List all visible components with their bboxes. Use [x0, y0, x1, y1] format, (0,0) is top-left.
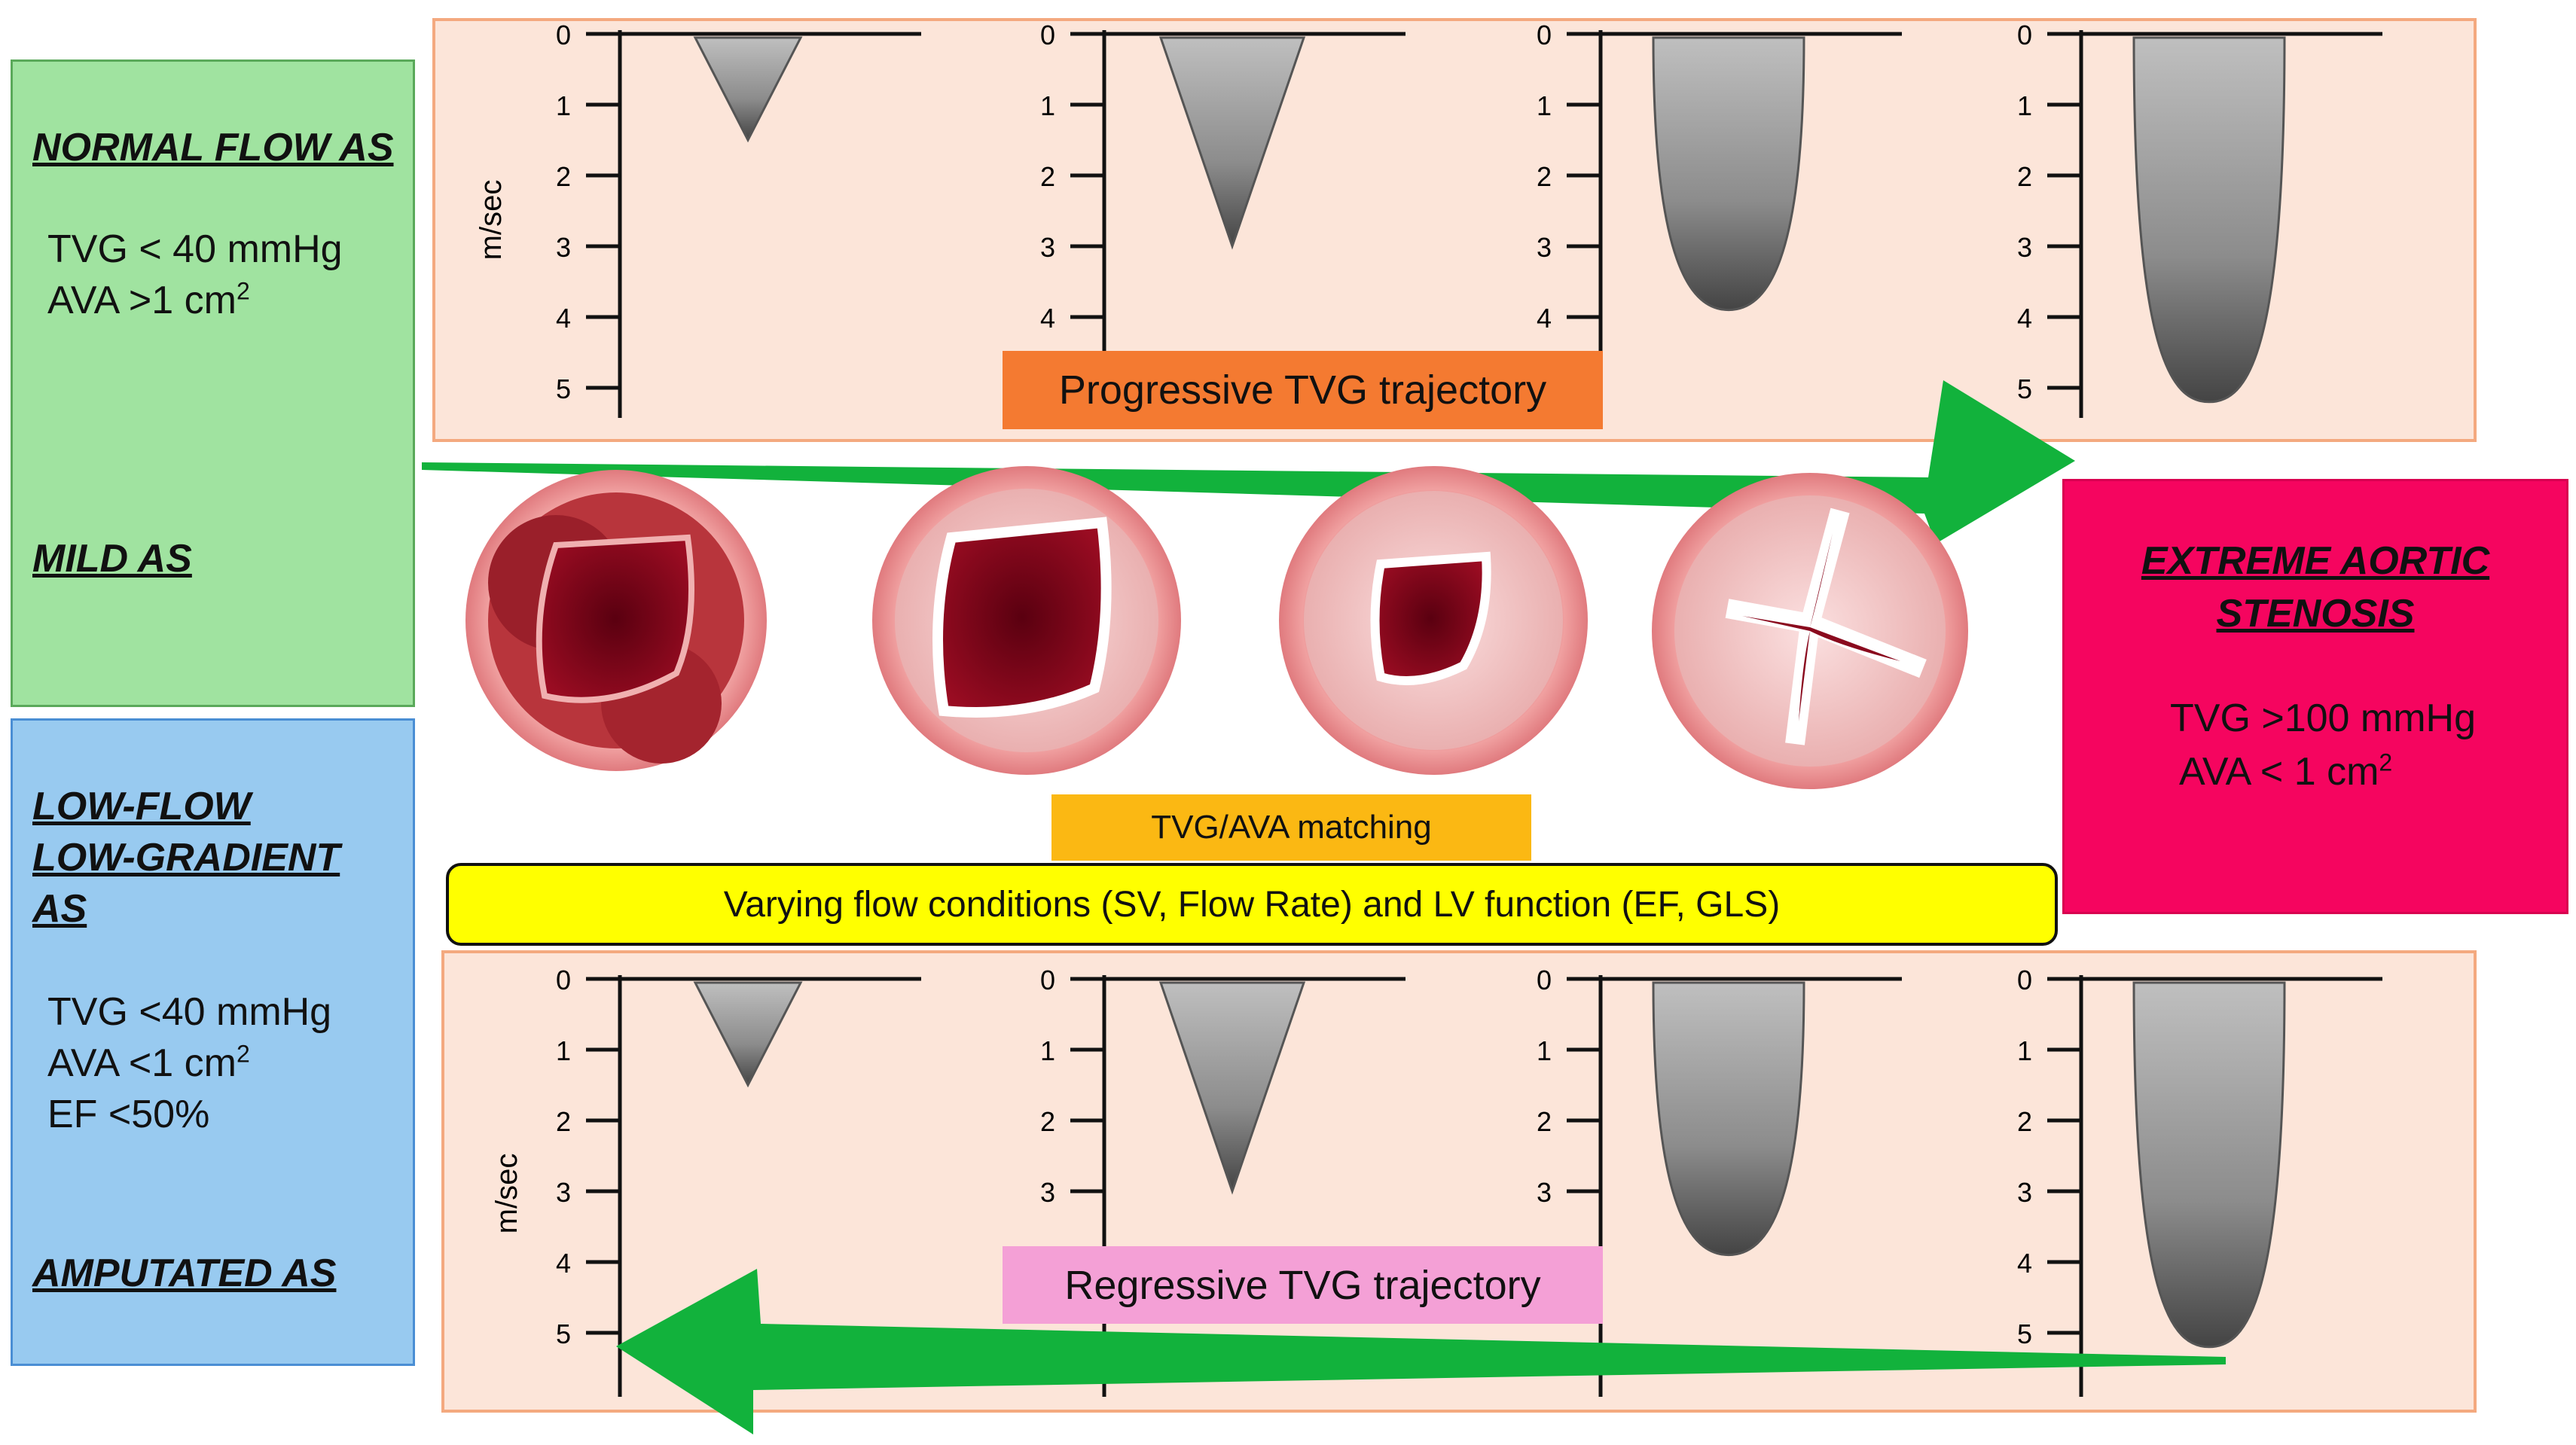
amputated-as-heading: AMPUTATED AS — [32, 1251, 337, 1295]
tick-label: 2 — [1537, 161, 1552, 192]
low-flow-heading-1: LOW-FLOW — [32, 785, 251, 828]
normal-flow-ava-text: AVA >1 cm — [47, 279, 237, 322]
tick-label: 3 — [556, 1177, 571, 1208]
tick-label: 5 — [556, 1318, 571, 1349]
valve-mild — [465, 470, 767, 771]
tick-label: 0 — [2017, 965, 2032, 995]
tick-label: 1 — [556, 90, 571, 121]
low-flow-heading-3: AS — [32, 887, 87, 931]
tick-label: 2 — [1537, 1106, 1552, 1137]
extreme-ava-text: AVA < 1 cm — [2179, 750, 2379, 794]
tick-label: 3 — [1537, 232, 1552, 263]
low-flow-ef: EF <50% — [47, 1093, 210, 1136]
flow-conditions-bar: Varying flow conditions (SV, Flow Rate) … — [446, 863, 2058, 946]
normal-flow-ava: AVA >1 cm2 — [47, 275, 250, 326]
tick-label: 0 — [1537, 20, 1552, 50]
tick-label: 5 — [556, 373, 571, 404]
tick-label: 5 — [2017, 373, 2032, 404]
tick-label: 2 — [556, 161, 571, 192]
tick-label: 1 — [556, 1035, 571, 1066]
normal-flow-tvg: TVG < 40 mmHg — [47, 227, 343, 271]
tick-label: 2 — [2017, 161, 2032, 192]
tick-label: 0 — [1040, 20, 1055, 50]
tick-label: 1 — [2017, 1035, 2032, 1066]
tick-label: 1 — [2017, 90, 2032, 121]
progressive-trajectory-label: Progressive TVG trajectory — [1003, 351, 1603, 429]
doppler-envelope — [1652, 981, 1805, 1257]
normal-flow-box: NORMAL FLOW AS TVG < 40 mmHg AVA >1 cm2 … — [11, 59, 415, 707]
valve-extreme — [1652, 473, 1968, 789]
tick-label: 2 — [556, 1106, 571, 1137]
doppler-envelope — [693, 981, 803, 1088]
tick-label: 4 — [1537, 303, 1552, 334]
tick-label: 0 — [556, 965, 571, 995]
tick-label: 4 — [556, 1248, 571, 1279]
extreme-heading-2: STENOSIS — [2216, 592, 2415, 636]
tick-label: 4 — [556, 303, 571, 334]
regressive-trajectory-label: Regressive TVG trajectory — [1003, 1246, 1603, 1324]
tvg-ava-matching-label: TVG/AVA matching — [1051, 794, 1531, 861]
tick-label: 1 — [1040, 90, 1055, 121]
doppler-envelope — [1652, 36, 1805, 312]
tick-label: 3 — [556, 232, 571, 263]
low-flow-box: LOW-FLOW LOW-GRADIENT AS TVG <40 mmHg AV… — [11, 718, 415, 1366]
low-flow-ava: AVA <1 cm2 — [47, 1038, 250, 1089]
doppler-envelope — [2132, 981, 2286, 1349]
top-axis-unit: m/sec — [475, 180, 508, 261]
tick-label: 2 — [2017, 1106, 2032, 1137]
tick-label: 0 — [1537, 965, 1552, 995]
tick-label: 4 — [2017, 303, 2032, 334]
low-flow-tvg: TVG <40 mmHg — [47, 990, 332, 1034]
tick-label: 3 — [1537, 1177, 1552, 1208]
tick-label: 0 — [1040, 965, 1055, 995]
tick-label: 4 — [1040, 303, 1055, 334]
doppler-envelope — [1158, 36, 1306, 250]
tick-label: 1 — [1537, 90, 1552, 121]
extreme-heading-1: EXTREME AORTIC — [2141, 539, 2490, 583]
progressive-arrow — [422, 380, 2075, 544]
tick-label: 2 — [1040, 161, 1055, 192]
superscript: 2 — [236, 1040, 250, 1068]
tick-label: 3 — [1040, 232, 1055, 263]
tick-label: 1 — [1537, 1035, 1552, 1066]
doppler-envelope — [693, 36, 803, 143]
bottom-axis-unit: m/sec — [490, 1154, 523, 1234]
tick-label: 3 — [2017, 232, 2032, 263]
extreme-tvg: TVG >100 mmHg — [2170, 697, 2477, 740]
superscript: 2 — [236, 277, 250, 305]
extreme-ava: AVA < 1 cm2 — [2179, 746, 2392, 797]
low-flow-heading-2: LOW-GRADIENT — [32, 836, 340, 879]
bottom-doppler-plots: 0 1 2 3 4 5 0 1 2 3 0 1 2 3 0 1 2 3 4 5 — [556, 965, 2382, 1397]
tick-label: 1 — [1040, 1035, 1055, 1066]
top-doppler-plots: 0 1 2 3 4 5 0 1 2 3 4 0 1 2 3 4 0 1 2 3 4 5 — [556, 20, 2382, 418]
doppler-envelope — [1158, 981, 1306, 1195]
regressive-arrow — [616, 1269, 2226, 1434]
tick-label: 3 — [1040, 1177, 1055, 1208]
tick-label: 5 — [2017, 1318, 2032, 1349]
valve-moderate — [872, 466, 1181, 775]
low-flow-ava-text: AVA <1 cm — [47, 1041, 237, 1085]
mild-as-heading: MILD AS — [32, 537, 192, 581]
extreme-stenosis-box: EXTREME AORTIC STENOSIS TVG >100 mmHg AV… — [2062, 479, 2568, 914]
doppler-envelope — [2132, 36, 2286, 404]
tick-label: 2 — [1040, 1106, 1055, 1137]
tick-label: 4 — [2017, 1248, 2032, 1279]
valve-severe — [1279, 466, 1588, 775]
superscript: 2 — [2379, 748, 2393, 776]
normal-flow-heading: NORMAL FLOW AS — [32, 126, 394, 169]
tick-label: 0 — [556, 20, 571, 50]
tick-label: 0 — [2017, 20, 2032, 50]
tick-label: 3 — [2017, 1177, 2032, 1208]
